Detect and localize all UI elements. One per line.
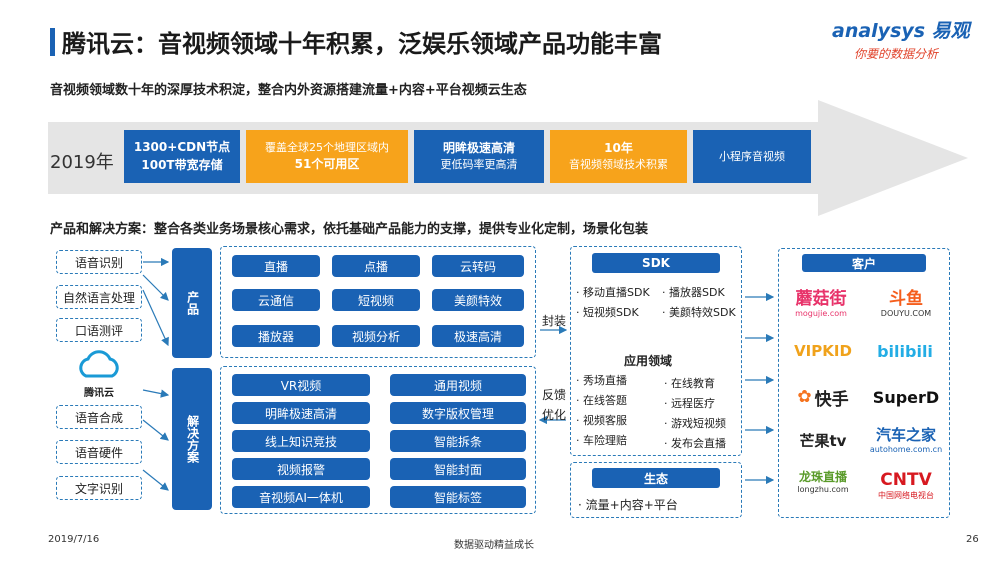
box-line2: 100T带宽存储 bbox=[141, 157, 223, 172]
app-game-video: · 游戏短视频 bbox=[664, 417, 726, 430]
app-domain-header: 应用领域 bbox=[624, 354, 673, 368]
app-quiz: · 在线答题 bbox=[576, 394, 627, 407]
logo-name: analysys 易观 bbox=[832, 20, 970, 42]
tencent-cloud-icon: 腾讯云 bbox=[74, 350, 124, 399]
ecosystem-header: 生态 bbox=[592, 468, 720, 488]
box-line1: 明眸极速高清 bbox=[442, 140, 515, 155]
sdk-item-live: · 移动直播SDK bbox=[576, 286, 650, 299]
app-insurance: · 车险理赔 bbox=[576, 434, 627, 447]
input-oral-evaluation: 口语测评 bbox=[56, 318, 142, 342]
analysys-logo: analysys 易观 你要的数据分析 bbox=[832, 16, 982, 66]
label-optimize: 优化 bbox=[542, 408, 567, 422]
sdk-item-short: · 短视频SDK bbox=[576, 306, 639, 319]
sdk-header: SDK bbox=[592, 253, 720, 273]
client-longzhu: 龙珠直播 longzhu.com bbox=[797, 470, 849, 494]
solution-general-video: 通用视频 bbox=[390, 374, 526, 396]
client-kuaishou: ✿快手 bbox=[797, 387, 849, 410]
solution-ai-machine: 音视频AI一体机 bbox=[232, 486, 370, 508]
box-line2: 更低码率更高清 bbox=[440, 158, 518, 172]
label-feedback: 反馈 bbox=[542, 388, 567, 402]
input-ocr: 文字识别 bbox=[56, 476, 142, 500]
product-cloud-comm: 云通信 bbox=[232, 289, 320, 311]
page-title: 腾讯云：音视频领域十年积累，泛娱乐领域产品功能丰富 bbox=[62, 30, 662, 58]
clients-header: 客户 bbox=[802, 254, 926, 272]
products-label: 产品 bbox=[172, 248, 212, 358]
solution-knowledge-contest: 线上知识竞技 bbox=[232, 430, 370, 452]
product-video-analysis: 视频分析 bbox=[332, 325, 420, 347]
clients-panel bbox=[778, 248, 950, 518]
client-bilibili: bilibili bbox=[877, 341, 933, 361]
app-education: · 在线教育 bbox=[664, 377, 715, 390]
app-video-service: · 视频客服 bbox=[576, 414, 627, 427]
solutions-label: 解决方案 bbox=[172, 368, 212, 510]
input-nlp: 自然语言处理 bbox=[56, 285, 142, 309]
product-fast-hd: 极速高清 bbox=[432, 325, 524, 347]
logo-slogan: 你要的数据分析 bbox=[854, 47, 939, 61]
solution-fast-hd: 明眸极速高清 bbox=[232, 402, 370, 424]
solution-smart-tag: 智能标签 bbox=[390, 486, 526, 508]
solutions-panel bbox=[220, 366, 536, 514]
footer-date: 2019/7/16 bbox=[48, 534, 100, 545]
sdk-item-beauty: · 美颜特效SDK bbox=[662, 306, 736, 319]
solution-smart-cover: 智能封面 bbox=[390, 458, 526, 480]
sdk-item-player: · 播放器SDK bbox=[662, 286, 725, 299]
timeline-arrow-icon bbox=[818, 100, 968, 216]
sdk-panel bbox=[570, 246, 742, 456]
client-superd: SuperD bbox=[872, 387, 940, 407]
client-douyu: 斗鱼 DOUYU.COM bbox=[880, 289, 932, 318]
timeline-box-miniprogram: 小程序音视频 bbox=[693, 130, 811, 183]
box-line1: 覆盖全球25个地理区域内 bbox=[265, 140, 389, 154]
app-launch-live: · 发布会直播 bbox=[664, 437, 726, 450]
timeline-box-years: 10年 音视频领域技术积累 bbox=[550, 130, 687, 183]
box-line2: 音视频领域技术积累 bbox=[569, 158, 668, 172]
client-cntv: CNTV 中国网络电视台 bbox=[878, 470, 934, 500]
product-beauty: 美颜特效 bbox=[432, 289, 524, 311]
box-line2: 51个可用区 bbox=[294, 156, 360, 171]
label-package: 封装 bbox=[542, 314, 567, 328]
page-number: 26 bbox=[966, 534, 979, 545]
section-title: 产品和解决方案：整合各类业务场景核心需求，依托基础产品能力的支撑，提供专业化定制… bbox=[50, 222, 649, 237]
client-autohome: 汽车之家 autohome.com.cn bbox=[869, 426, 943, 454]
timeline-box-cdn: 1300+CDN节点 100T带宽存储 bbox=[124, 130, 240, 183]
input-speech-synthesis: 语音合成 bbox=[56, 405, 142, 429]
ecosystem-panel bbox=[570, 462, 742, 518]
timeline-box-regions: 覆盖全球25个地理区域内 51个可用区 bbox=[246, 130, 408, 183]
products-panel bbox=[220, 246, 536, 358]
solution-video-alarm: 视频报警 bbox=[232, 458, 370, 480]
solution-vr: VR视频 bbox=[232, 374, 370, 396]
product-vod: 点播 bbox=[332, 255, 420, 277]
solution-smart-split: 智能拆条 bbox=[390, 430, 526, 452]
product-transcode: 云转码 bbox=[432, 255, 524, 277]
title-accent-bar bbox=[50, 28, 55, 56]
tencent-cloud-label: 腾讯云 bbox=[84, 388, 114, 399]
input-speech-hardware: 语音硬件 bbox=[56, 440, 142, 464]
timeline-year: 2019年 bbox=[50, 152, 114, 173]
timeline-box-hd: 明眸极速高清 更低码率更高清 bbox=[414, 130, 544, 183]
input-speech-recognition: 语音识别 bbox=[56, 250, 142, 274]
subtitle: 音视频领域数十年的深厚技术积淀，整合内外资源搭建流量+内容+平台视频云生态 bbox=[50, 83, 527, 98]
client-vipkid-icon: VIPKID bbox=[794, 342, 852, 360]
client-mogujie: 蘑菇街 mogujie.com bbox=[795, 289, 847, 318]
product-player: 播放器 bbox=[232, 325, 320, 347]
box-line1: 小程序音视频 bbox=[719, 149, 785, 163]
ecosystem-item: · 流量+内容+平台 bbox=[578, 498, 678, 512]
product-short-video: 短视频 bbox=[332, 289, 420, 311]
box-line1: 1300+CDN节点 bbox=[133, 140, 231, 155]
solution-drm: 数字版权管理 bbox=[390, 402, 526, 424]
product-live: 直播 bbox=[232, 255, 320, 277]
client-mgtv: 芒果tv bbox=[799, 431, 847, 450]
box-line1: 10年 bbox=[604, 140, 633, 155]
app-show-live: · 秀场直播 bbox=[576, 374, 627, 387]
footer-slogan: 数据驱动精益成长 bbox=[454, 540, 534, 551]
app-medical: · 远程医疗 bbox=[664, 397, 715, 410]
